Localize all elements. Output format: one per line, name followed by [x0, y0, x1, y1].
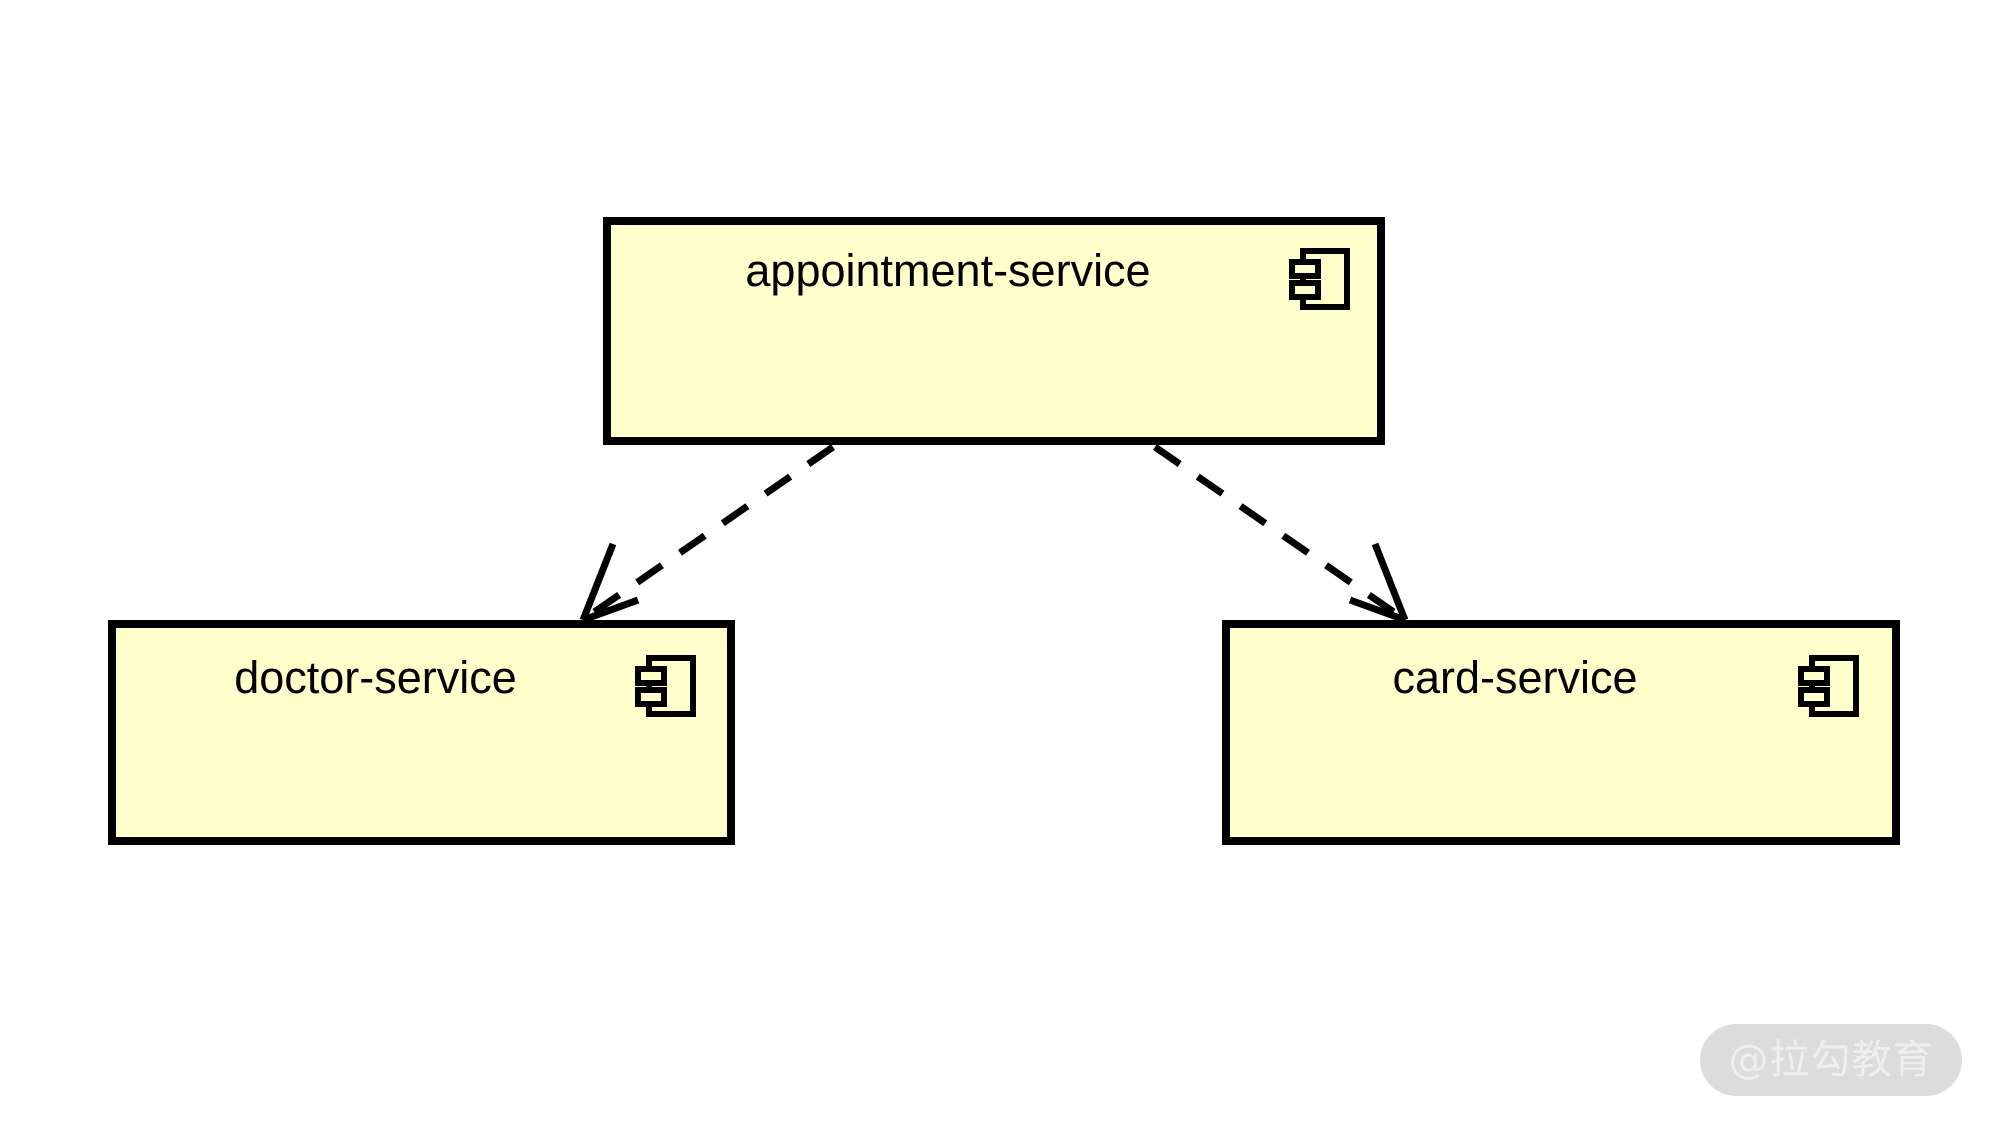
component-label-appointment-service: appointment-service: [745, 245, 1151, 296]
arrowhead-card: [1348, 542, 1409, 624]
component-label-doctor-service: doctor-service: [234, 652, 517, 703]
watermark-badge: @拉勾教育: [1700, 1024, 1962, 1096]
edge-line-appointment-to-card: [1153, 444, 1400, 618]
edge-line-appointment-to-doctor: [588, 444, 835, 618]
uml-component-icon: [1289, 247, 1351, 311]
arrowhead-doctor: [579, 542, 640, 624]
uml-component-icon: [1798, 654, 1860, 718]
edge-appointment-to-doctor: [579, 444, 835, 624]
watermark-text: @拉勾教育: [1728, 1037, 1934, 1083]
component-doctor-service[interactable]: doctor-service: [108, 620, 735, 845]
component-card-service[interactable]: card-service: [1222, 620, 1900, 845]
uml-component-icon: [635, 654, 697, 718]
component-appointment-service[interactable]: appointment-service: [603, 217, 1385, 445]
component-label-card-service: card-service: [1392, 652, 1638, 703]
edge-appointment-to-card: [1153, 444, 1409, 624]
